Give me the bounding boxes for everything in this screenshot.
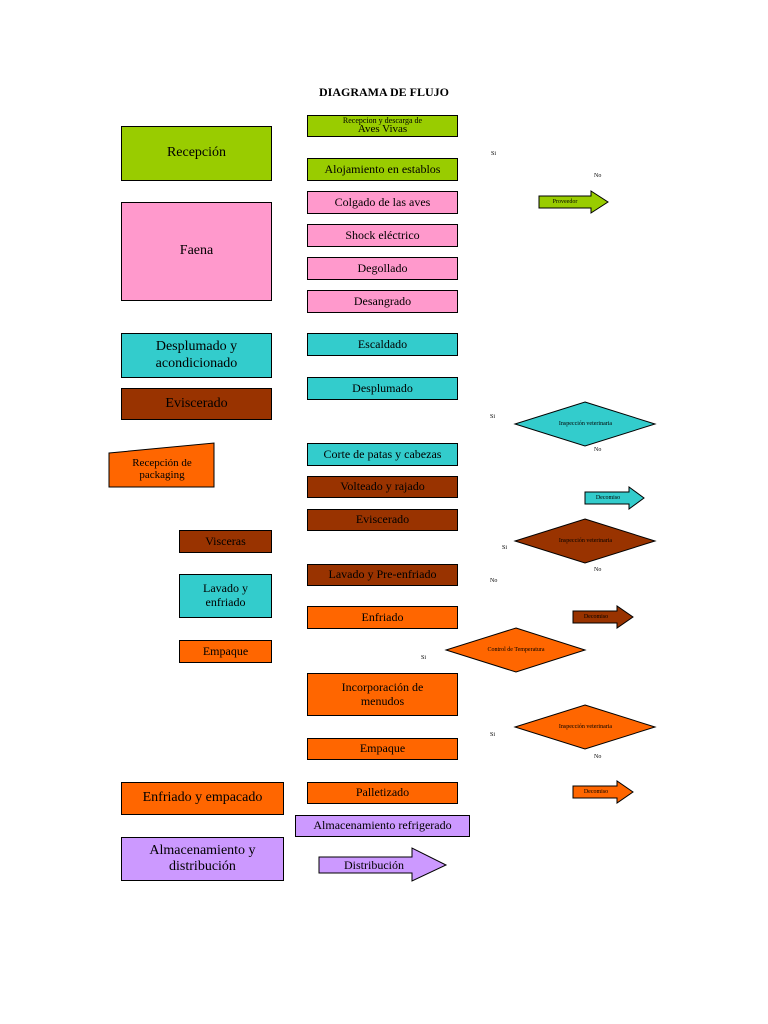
stage-empaque: Empaque: [179, 640, 272, 663]
arrow-distribucion-shape: [318, 847, 448, 882]
arrow-decomiso-3-label: Decomiso: [583, 788, 609, 795]
step-recepcion-descarga-line2: Aves Vivas: [357, 123, 408, 136]
decision-control-temp-shape: [444, 627, 587, 673]
label-no-1: No: [594, 173, 602, 179]
decision-inspeccion-3-shape: [513, 704, 657, 750]
decision-inspeccion-1: Inspección veterinaria: [558, 420, 613, 427]
step-shock: Shock eléctrico: [307, 224, 458, 247]
stage-recepcion: Recepción: [121, 126, 272, 181]
step-volteado: Volteado y rajado: [307, 476, 458, 498]
step-palletizado: Palletizado: [307, 782, 458, 804]
step-escaldado: Escaldado: [307, 333, 458, 356]
label-si-5: Si: [490, 732, 496, 738]
stage-enfriado-empacado: Enfriado y empacado: [121, 782, 284, 815]
label-si-4: Si: [421, 655, 427, 661]
stage-desplumado: Desplumado y acondicionado: [121, 333, 272, 378]
label-si-1: Si: [491, 151, 497, 157]
step-recepcion-descarga-line1: Recepcion y descarga de: [342, 116, 423, 126]
stage-recepcion-packaging: Recepción de packaging: [132, 456, 192, 481]
step-desangrado: Desangrado: [307, 290, 458, 313]
step-recepcion-descarga: Recepcion y descarga de Aves Vivas: [307, 115, 458, 137]
stage-visceras: Visceras: [179, 530, 272, 553]
step-desplumado: Desplumado: [307, 377, 458, 400]
decision-inspeccion-2-shape: [513, 518, 657, 564]
arrow-decomiso-1-label: Decomiso: [595, 494, 621, 501]
label-no-5: No: [594, 754, 602, 760]
step-alojamiento: Alojamiento en establos: [307, 158, 458, 181]
step-enfriado: Enfriado: [307, 606, 458, 629]
arrow-decomiso-1-shape: [584, 486, 645, 510]
stage-almacenamiento: Almacenamiento y distribución: [121, 837, 284, 881]
stage-lavado-enfriado: Lavado y enfriado: [179, 574, 272, 618]
step-colgado: Colgado de las aves: [307, 191, 458, 214]
decision-control-temp: Control de Temperatura: [487, 646, 545, 653]
arrow-decomiso-3-shape: [572, 780, 634, 804]
arrow-proveedor-shape: [538, 190, 609, 214]
arrow-decomiso-2-shape: [572, 605, 634, 629]
stage-eviscerado: Eviscerado: [121, 388, 272, 420]
step-eviscerado: Eviscerado: [307, 509, 458, 531]
decision-inspeccion-3: Inspección veterinaria: [558, 723, 613, 730]
decision-inspeccion-1-shape: [513, 401, 657, 447]
label-no-3: No: [594, 567, 602, 573]
page-title: DIAGRAMA DE FLUJO: [318, 85, 449, 99]
step-corte: Corte de patas y cabezas: [307, 443, 458, 466]
label-si-2: Si: [490, 414, 496, 420]
label-si-3: Si: [502, 545, 508, 551]
step-lavado: Lavado y Pre-enfriado: [307, 564, 458, 586]
step-empaque: Empaque: [307, 738, 458, 760]
label-no-4: No: [490, 578, 498, 584]
label-no-2: No: [594, 447, 602, 453]
stage-recepcion-packaging-shape: [108, 442, 215, 488]
step-almacenamiento: Almacenamiento refrigerado: [295, 815, 470, 837]
step-degollado: Degollado: [307, 257, 458, 280]
arrow-distribucion-label: Distribución: [344, 857, 404, 872]
arrow-proveedor-label: Proveedor: [552, 198, 578, 205]
decision-inspeccion-2: Inspección veterinaria: [558, 537, 613, 544]
stage-faena: Faena: [121, 202, 272, 301]
step-incorporacion: Incorporación de menudos: [307, 673, 458, 716]
arrow-decomiso-2-label: Decomiso: [583, 613, 609, 620]
